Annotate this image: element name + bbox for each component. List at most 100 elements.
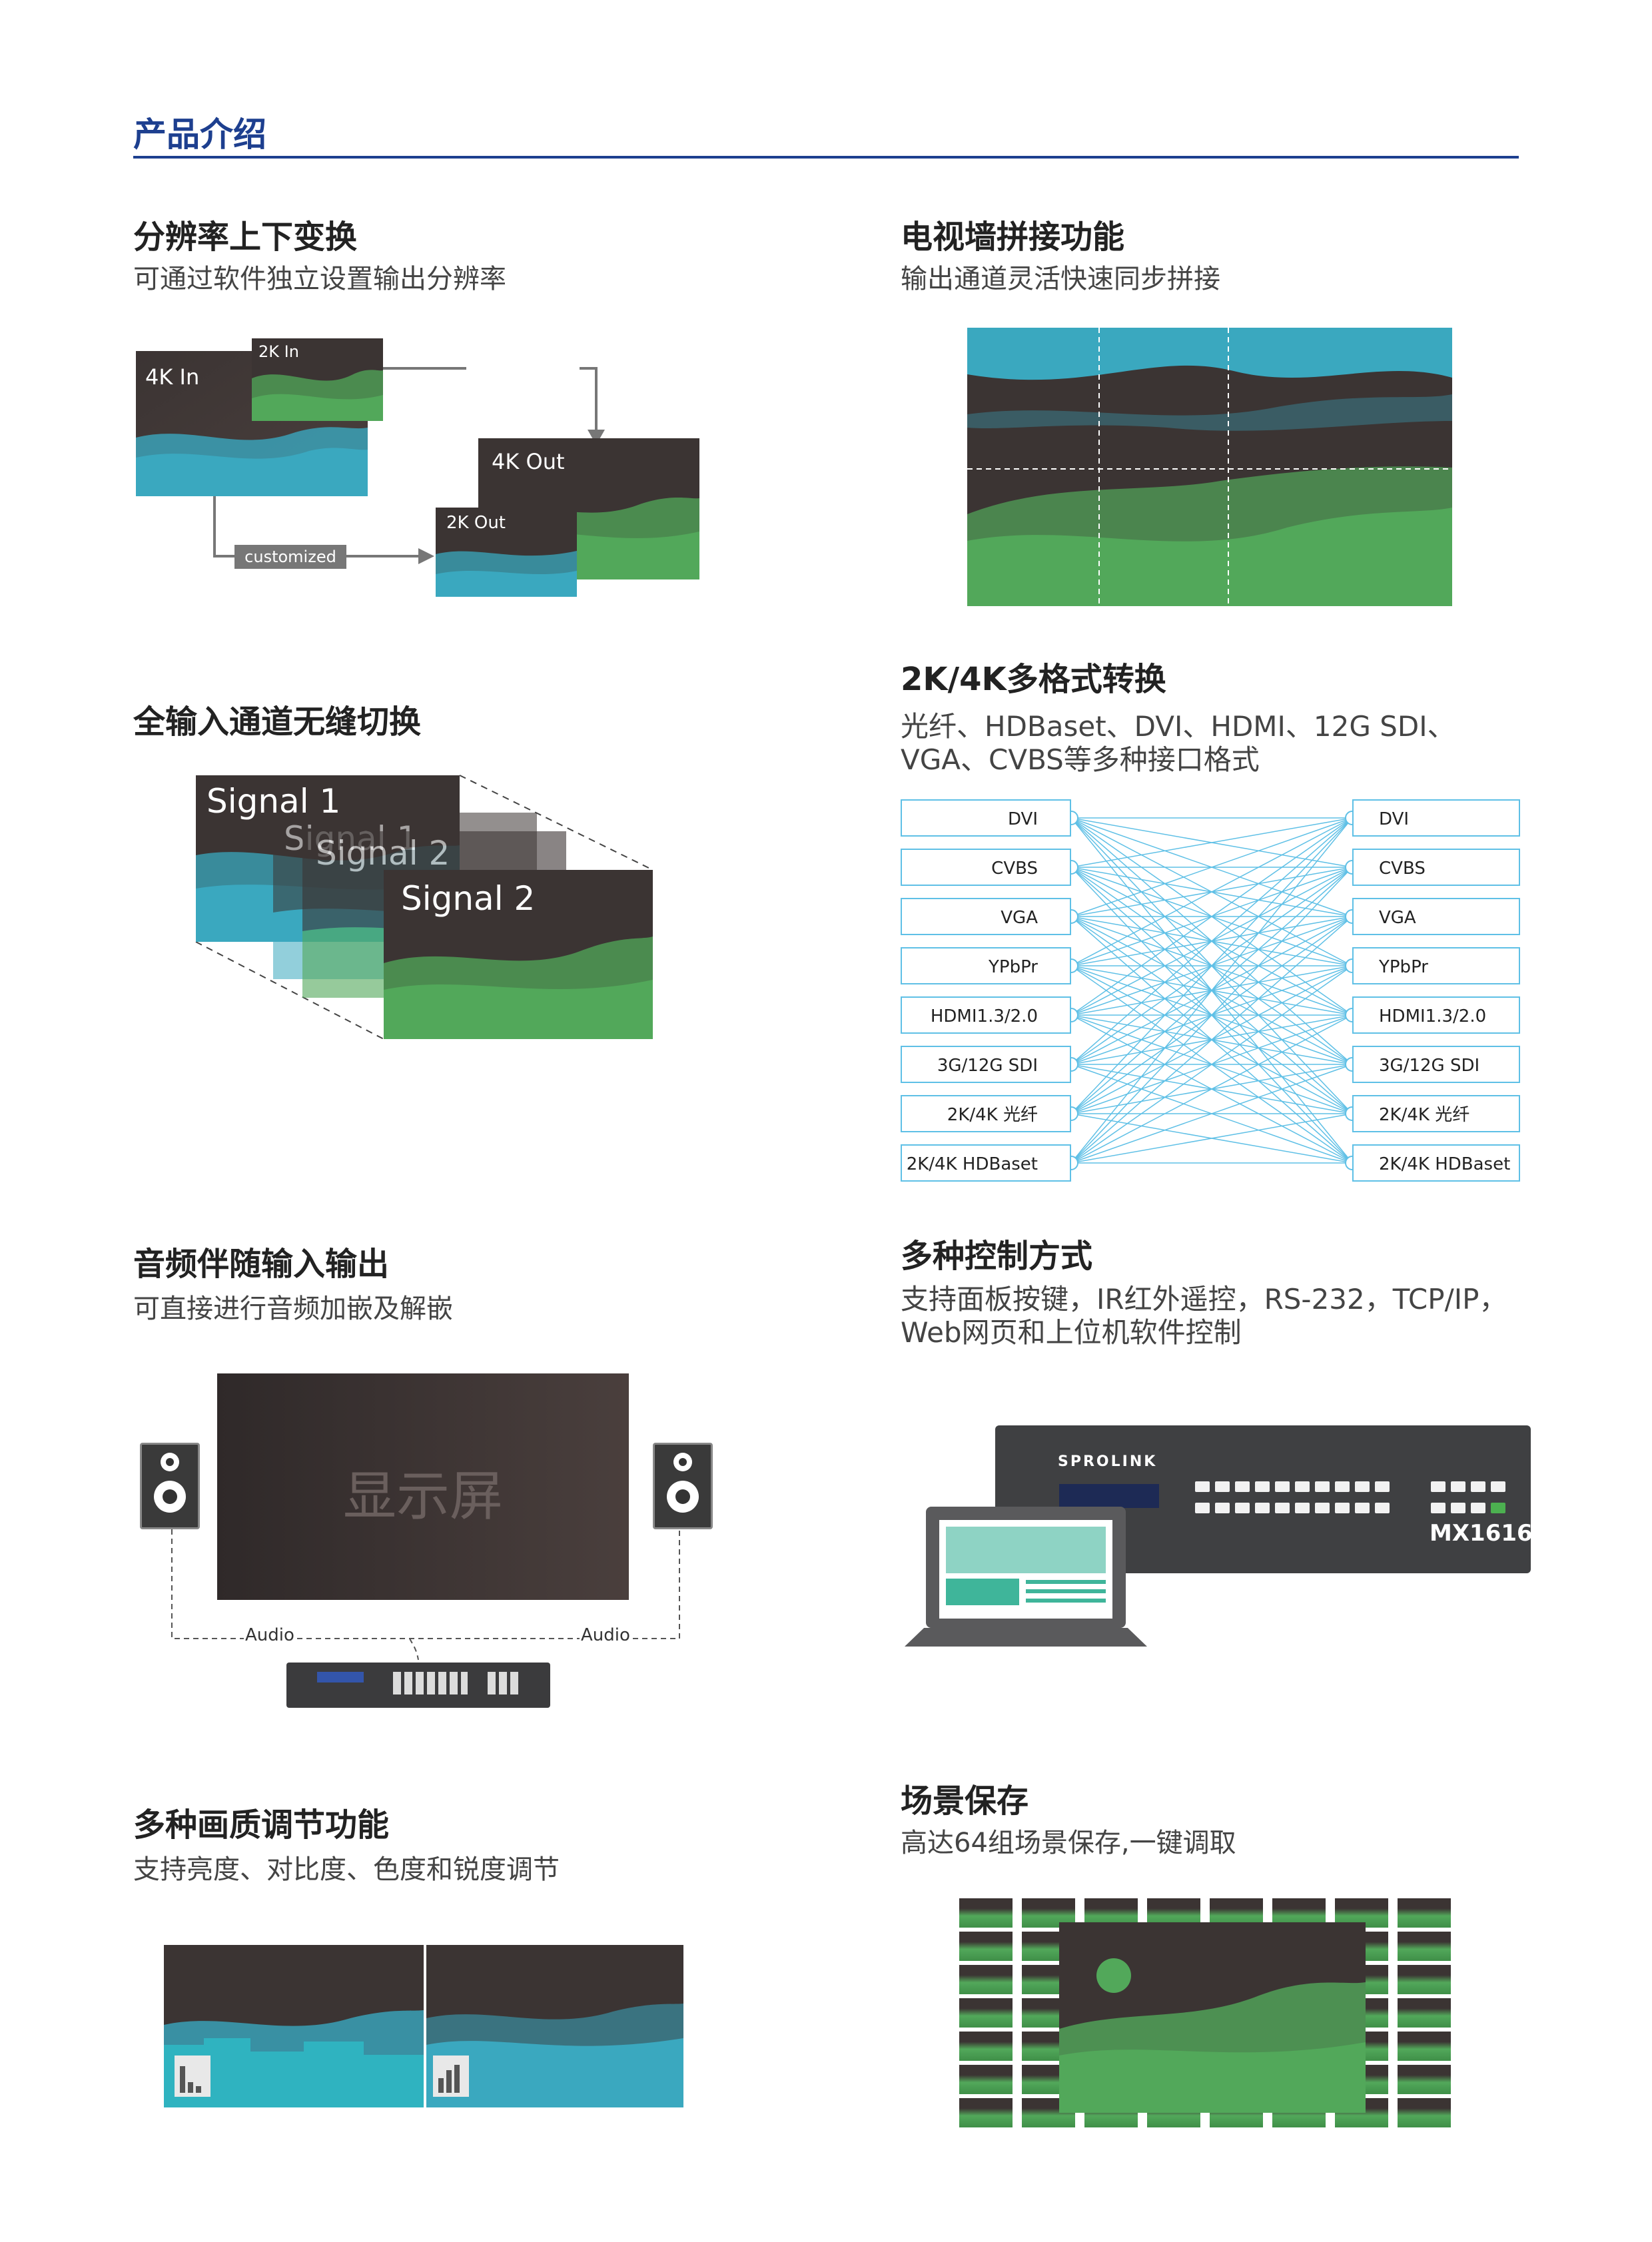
histogram-icon-after — [433, 2055, 469, 2097]
device-button — [1255, 1503, 1270, 1513]
device-button — [1375, 1481, 1390, 1492]
device-button — [1335, 1481, 1350, 1492]
format-output-3: YPbPr — [1352, 947, 1520, 984]
image-before — [164, 1945, 424, 2107]
matrix-cross-lines — [1064, 811, 1360, 1170]
device-button — [1275, 1503, 1290, 1513]
scene-main-preview — [1059, 1922, 1366, 2113]
scene-thumbnail — [1398, 2098, 1451, 2127]
device-button — [1215, 1481, 1230, 1492]
customized-tag: customized — [234, 545, 346, 569]
feature-desc-control-line1: 支持面板按键，IR红外遥控，RS-232，TCP/IP， — [901, 1283, 1507, 1315]
device-button — [1275, 1481, 1290, 1492]
format-input-5: 3G/12G SDI — [901, 1046, 1071, 1083]
device-button — [1315, 1481, 1330, 1492]
device-lcd — [1059, 1484, 1159, 1508]
scene-thumbnail — [959, 1932, 1013, 1961]
laptop-screen — [926, 1507, 1126, 1628]
page-title: 产品介绍 — [133, 115, 266, 154]
device-button — [1471, 1481, 1485, 1492]
scene-thumbnail — [959, 1898, 1013, 1928]
histogram-icon-before — [175, 2055, 210, 2097]
format-output-0: DVI — [1352, 799, 1520, 837]
display-screen: 显示屏 — [217, 1373, 629, 1600]
device-button — [1471, 1503, 1485, 1513]
device-button — [1195, 1503, 1210, 1513]
device-button — [1195, 1481, 1210, 1492]
scene-thumbnail — [1398, 1965, 1451, 1994]
signal-label-ghost-2: Signal 2 — [316, 834, 450, 873]
device-button — [1431, 1503, 1446, 1513]
screen-2k-in: 2K In — [252, 338, 383, 421]
format-input-0: DVI — [901, 799, 1071, 837]
scene-thumbnail — [959, 2032, 1013, 2061]
device-button — [1451, 1503, 1465, 1513]
laptop-base — [905, 1628, 1147, 1647]
feature-desc-quality: 支持亮度、对比度、色度和锐度调节 — [133, 1854, 560, 1885]
device-button — [1431, 1481, 1446, 1492]
audio-connectors — [171, 1529, 680, 1661]
format-input-3: YPbPr — [901, 947, 1071, 984]
device-button — [1315, 1503, 1330, 1513]
format-output-1: CVBS — [1352, 849, 1520, 886]
format-input-1: CVBS — [901, 849, 1071, 886]
feature-desc-audio: 可直接进行音频加嵌及解嵌 — [133, 1294, 453, 1324]
device-button — [1215, 1503, 1230, 1513]
feature-desc-scenes: 高达64组场景保存,一键调取 — [901, 1828, 1236, 1858]
label-2k-out: 2K Out — [446, 513, 506, 533]
device-button — [1355, 1503, 1370, 1513]
scene-thumbnail — [959, 2098, 1013, 2127]
device-button — [1255, 1481, 1270, 1492]
device-button — [1375, 1503, 1390, 1513]
format-input-6: 2K/4K 光纤 — [901, 1095, 1071, 1132]
feature-title-scenes: 场景保存 — [901, 1782, 1029, 1820]
feature-desc-formats-line1: 光纤、HDBaset、DVI、HDMI、12G SDI、 — [901, 710, 1455, 743]
feature-title-formats: 2K/4K多格式转换 — [901, 661, 1166, 698]
label-4k-in: 4K In — [145, 364, 200, 390]
audio-label-right: Audio — [581, 1625, 630, 1645]
format-output-2: VGA — [1352, 898, 1520, 935]
device-button — [1235, 1481, 1250, 1492]
matrix-device-small — [286, 1663, 550, 1708]
device-button — [1295, 1503, 1310, 1513]
feature-title-scaling: 分辨率上下变换 — [133, 218, 358, 256]
format-output-4: HDMI1.3/2.0 — [1352, 996, 1520, 1034]
scene-thumbnail — [959, 1965, 1013, 1994]
scene-thumbnail — [1398, 2032, 1451, 2061]
feature-title-switching: 全输入通道无缝切换 — [133, 703, 422, 741]
scene-thumbnail — [1398, 1932, 1451, 1961]
format-output-5: 3G/12G SDI — [1352, 1046, 1520, 1083]
device-button — [1491, 1503, 1505, 1513]
audio-label-left: Audio — [245, 1625, 294, 1645]
signal-label-2: Signal 2 — [401, 879, 536, 918]
feature-desc-control-line2: Web网页和上位机软件控制 — [901, 1316, 1242, 1349]
device-button — [1491, 1481, 1505, 1492]
format-input-4: HDMI1.3/2.0 — [901, 996, 1071, 1034]
screen-2k-out: 2K Out — [436, 508, 577, 597]
format-output-6: 2K/4K 光纤 — [1352, 1095, 1520, 1132]
title-divider — [133, 156, 1519, 159]
format-input-2: VGA — [901, 898, 1071, 935]
label-2k-in: 2K In — [258, 342, 299, 361]
label-4k-out: 4K Out — [492, 449, 565, 474]
feature-title-audio: 音频伴随输入输出 — [133, 1246, 390, 1283]
display-screen-label: 显示屏 — [343, 1465, 503, 1527]
device-button — [1235, 1503, 1250, 1513]
device-button — [1355, 1481, 1370, 1492]
device-button — [1295, 1481, 1310, 1492]
feature-title-quality: 多种画质调节功能 — [133, 1806, 390, 1844]
speaker-right — [653, 1443, 713, 1529]
device-model: MX1616 — [1430, 1520, 1533, 1547]
scene-thumbnail — [1398, 1898, 1451, 1928]
feature-desc-videowall: 输出通道灵活快速同步拼接 — [901, 264, 1220, 294]
device-brand: SPROLINK — [1058, 1453, 1158, 1470]
feature-title-control: 多种控制方式 — [901, 1238, 1093, 1275]
scene-thumbnail — [959, 2065, 1013, 2094]
feature-desc-formats-line2: VGA、CVBS等多种接口格式 — [901, 743, 1260, 776]
scene-thumbnail — [1398, 2065, 1451, 2094]
scene-thumbnail — [1398, 1998, 1451, 2028]
speaker-left — [140, 1443, 200, 1529]
device-button — [1335, 1503, 1350, 1513]
format-output-7: 2K/4K HDBaset — [1352, 1144, 1520, 1182]
feature-desc-scaling: 可通过软件独立设置输出分辨率 — [133, 264, 506, 294]
